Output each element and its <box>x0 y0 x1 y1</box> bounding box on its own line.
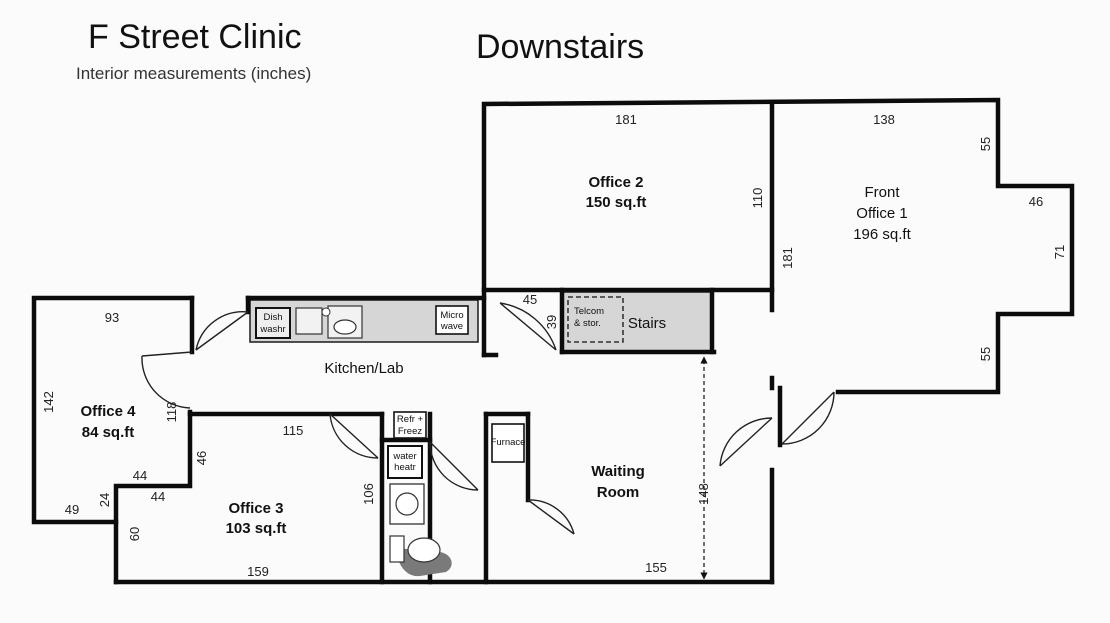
microwave-label-2: wave <box>440 321 463 332</box>
dim-office1-right-mid: 71 <box>1052 245 1067 259</box>
dim-office4-step: 24 <box>97 493 112 507</box>
dim-office1-right-bottom: 55 <box>978 347 993 361</box>
door-furnace[interactable] <box>527 499 575 535</box>
room-office1-area: 196 sq.ft <box>853 226 911 243</box>
door-office3[interactable] <box>329 413 379 459</box>
refrigerator-label: Refr + <box>397 414 424 425</box>
wall-office4-outer <box>31 295 195 525</box>
room-office1-name-2: Office 1 <box>856 205 907 222</box>
door-office4-kitchen[interactable] <box>195 311 249 351</box>
plan-title: F Street Clinic <box>88 18 302 56</box>
refrigerator <box>393 411 427 439</box>
plan-subtitle: Interior measurements (inches) <box>76 64 312 83</box>
door-stairs[interactable] <box>499 302 557 351</box>
dim-office2-top: 181 <box>615 112 637 127</box>
shower-drain <box>395 492 419 516</box>
door-office4-hall[interactable] <box>141 351 193 409</box>
dim-door-width: 45 <box>523 292 537 307</box>
room-office3-name: Office 3 <box>228 500 283 517</box>
wall-office4-right-lower <box>113 409 193 585</box>
telcom-storage-box <box>567 296 624 343</box>
dim-office1-bump: 46 <box>1029 194 1043 209</box>
dim-office3-notch: 44 <box>151 489 165 504</box>
dim-office3-left: 60 <box>127 527 142 541</box>
telcom-label: Telcom <box>574 306 604 317</box>
dim-office4-notch: 44 <box>133 468 147 483</box>
room-office4-name: Office 4 <box>80 403 136 420</box>
sink-drain <box>333 319 357 335</box>
toilet-bowl <box>407 537 441 563</box>
dim-office4-left: 142 <box>41 391 56 413</box>
water-heater-label: water <box>392 451 416 462</box>
telcom-label-2: & stor. <box>574 318 601 329</box>
dim-office1-right-top: 55 <box>978 137 993 151</box>
dishwasher-label-2: washr <box>259 324 285 335</box>
faucet-icon <box>321 307 331 317</box>
refrigerator-label-2: Freez <box>398 426 423 437</box>
room-office2-area: 150 sq.ft <box>586 194 647 211</box>
dim-office3-bottom: 159 <box>247 564 269 579</box>
stairs-area <box>562 291 713 353</box>
dim-office3-right: 106 <box>361 483 376 505</box>
sink-basin-left <box>295 307 323 335</box>
dim-office1-top: 138 <box>873 112 895 127</box>
room-waiting-name: Waiting <box>591 463 645 480</box>
microwave-label: Micro <box>440 310 463 321</box>
microwave <box>435 305 469 335</box>
dim-office1-left: 181 <box>780 247 795 269</box>
room-stairs: Stairs <box>628 315 666 332</box>
dishwasher-label: Dish <box>263 312 282 323</box>
door-bathroom[interactable] <box>429 441 479 491</box>
wall-office1-outer <box>481 97 1075 395</box>
door-office1[interactable] <box>781 391 835 445</box>
room-office4-area: 84 sq.ft <box>82 424 135 441</box>
dim-waiting-height: 148 <box>696 483 711 505</box>
water-heater-label-2: heatr <box>394 462 416 473</box>
dishwasher <box>255 307 291 339</box>
dim-office4-right: 118 <box>164 402 179 423</box>
door-entrance[interactable] <box>719 417 773 467</box>
room-waiting-name-2: Room <box>597 484 640 501</box>
dim-office4-bottom: 49 <box>65 502 79 517</box>
dim-office3-top: 115 <box>283 423 304 438</box>
room-kitchen: Kitchen/Lab <box>324 360 403 377</box>
dim-door-height: 39 <box>544 315 559 329</box>
dim-office2-side: 110 <box>750 188 765 209</box>
water-heater <box>387 445 423 479</box>
room-office1-name: Front <box>864 184 900 201</box>
dim-office4-top: 93 <box>105 310 119 325</box>
toilet-tank <box>389 535 405 563</box>
furnace-label: Furnace <box>491 437 526 448</box>
room-office2-name: Office 2 <box>588 174 643 191</box>
furnace <box>491 423 525 463</box>
floor-label: Downstairs <box>476 28 645 66</box>
room-office3-area: 103 sq.ft <box>226 520 287 537</box>
dim-office3-notch-side: 46 <box>194 451 209 465</box>
dim-waiting-bottom: 155 <box>645 560 667 575</box>
